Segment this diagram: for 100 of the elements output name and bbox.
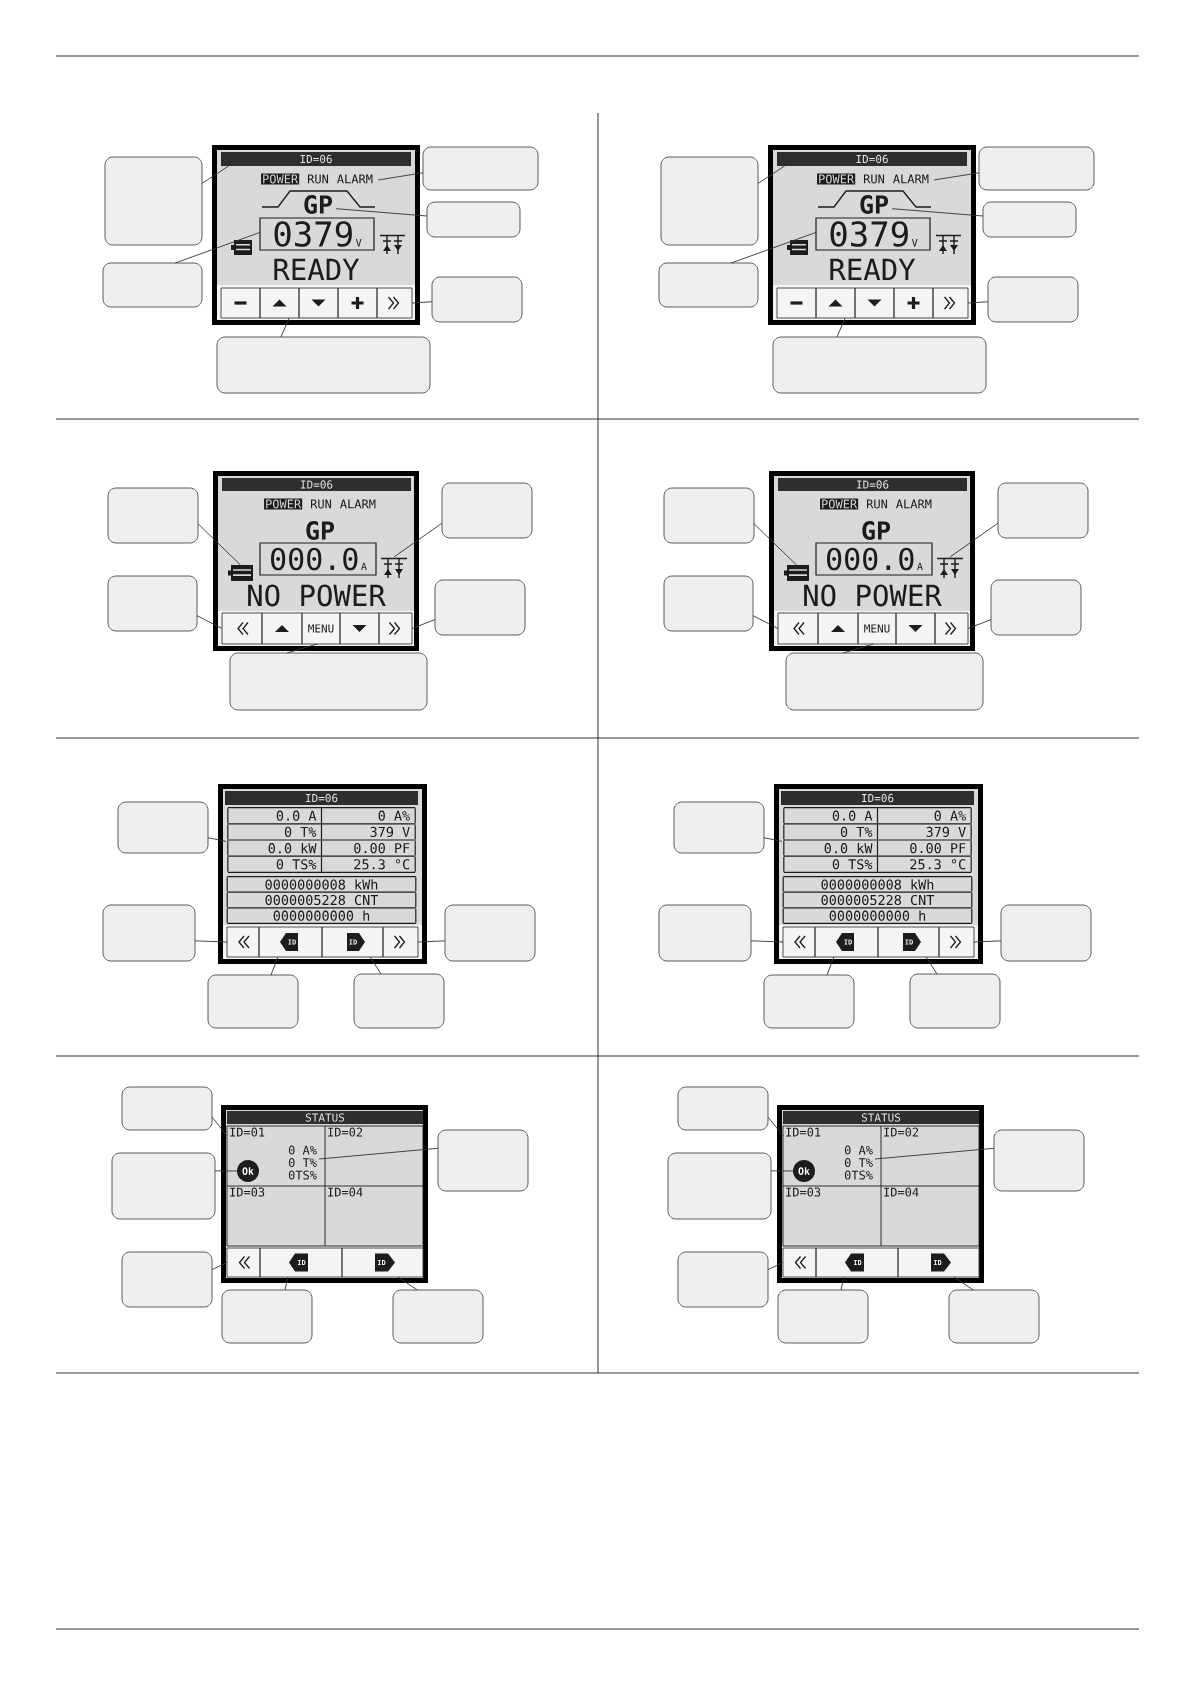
callout-bubble xyxy=(207,974,299,1029)
leader-line xyxy=(925,956,938,975)
callout-bubble xyxy=(673,801,765,854)
leader-line xyxy=(335,208,428,217)
button xyxy=(259,287,300,319)
callout-bubble xyxy=(431,276,523,323)
counter-table: 0000000008 kWh 0000005228 CNT 0000000000 h xyxy=(782,876,973,924)
title-bar: ID=06 xyxy=(221,152,411,166)
callout-bubble xyxy=(102,262,203,308)
button xyxy=(782,1247,817,1278)
status-text: POWER RUN ALARM xyxy=(261,173,373,185)
callout-bubble xyxy=(993,1129,1085,1192)
button xyxy=(782,926,816,958)
button: MENU xyxy=(857,612,897,645)
value-text: 0 A% 0 T% 0TS% xyxy=(288,1145,317,1180)
switch-icon xyxy=(936,557,964,579)
button xyxy=(226,1247,261,1278)
leader-line xyxy=(194,940,228,943)
button xyxy=(893,287,934,319)
leader-line xyxy=(397,1276,418,1291)
button xyxy=(220,287,261,319)
callout-bubble xyxy=(111,1152,216,1220)
button xyxy=(378,612,413,645)
callout-bubble xyxy=(107,575,198,632)
callout-bubble xyxy=(982,201,1077,238)
button: MENU xyxy=(301,612,341,645)
button xyxy=(298,287,339,319)
status-text: POWER RUN ALARM xyxy=(820,498,932,510)
callout-bubble xyxy=(677,1251,769,1308)
callout-bubble xyxy=(772,336,987,394)
leader-line xyxy=(752,615,779,629)
leader-line xyxy=(750,940,784,943)
callout-bubble xyxy=(1000,904,1092,962)
title-bar: ID=06 xyxy=(225,791,418,805)
leader-line xyxy=(767,1262,784,1271)
data-table: 0.0 A 0 A% 0 T% 379 V 0.0 kW 0.00 PF 0 TS% 25.3 °C xyxy=(227,807,416,873)
callout-bubble xyxy=(102,904,196,962)
button xyxy=(854,287,895,319)
callout-bubble xyxy=(777,1289,869,1344)
callout-bubble xyxy=(353,973,445,1029)
button xyxy=(938,926,975,958)
callout-bubble xyxy=(987,276,1079,323)
button xyxy=(226,926,260,958)
leader-line xyxy=(201,165,230,184)
title-bar: ID=06 xyxy=(778,478,967,491)
status-text: POWER RUN ALARM xyxy=(264,498,376,510)
leader-line xyxy=(214,1170,238,1172)
callout-bubble xyxy=(392,1289,484,1344)
callout-bubble xyxy=(229,652,428,711)
leader-line xyxy=(207,837,227,842)
ok-badge: Ok xyxy=(793,1160,815,1182)
leader-line xyxy=(770,1170,794,1172)
value-text: 0 A% 0 T% 0TS% xyxy=(844,1145,873,1180)
callout-bubble xyxy=(426,201,521,238)
callout-bubble xyxy=(104,156,203,246)
title-bar: ID=06 xyxy=(781,791,974,805)
title-bar: STATUS xyxy=(783,1111,979,1124)
button xyxy=(776,287,817,319)
button xyxy=(382,926,419,958)
button xyxy=(817,612,859,645)
callout-bubble xyxy=(658,904,752,962)
data-table: 0.0 A 0 A% 0 T% 379 V 0.0 kW 0.00 PF 0 TS% 25.3 °C xyxy=(783,807,972,873)
leader-line xyxy=(411,301,433,304)
callout-bubble xyxy=(221,1289,313,1344)
leader-line xyxy=(211,1116,228,1137)
switch-icon xyxy=(380,557,408,579)
callout-bubble xyxy=(422,146,539,191)
title-bar: ID=06 xyxy=(777,152,967,166)
button xyxy=(777,612,819,645)
callout-bubble xyxy=(763,974,855,1029)
title-bar: ID=06 xyxy=(222,478,411,491)
callout-bubble xyxy=(434,579,526,636)
leader-line xyxy=(197,523,241,566)
leader-line xyxy=(757,165,786,184)
button xyxy=(895,612,936,645)
leader-line xyxy=(753,523,797,566)
button xyxy=(934,612,969,645)
leader-line xyxy=(826,956,835,976)
counter-table: 0000000008 kWh 0000005228 CNT 0000000000 h xyxy=(226,876,417,924)
callout-bubble xyxy=(437,1129,529,1192)
leader-line xyxy=(836,317,846,338)
button xyxy=(932,287,969,319)
callout-bubble xyxy=(909,973,1001,1029)
callout-bubble xyxy=(990,579,1082,636)
callout-bubble xyxy=(121,1086,213,1131)
leader-line xyxy=(763,837,783,842)
button xyxy=(339,612,380,645)
tab-label: GP xyxy=(817,190,932,214)
leader-line xyxy=(411,619,436,629)
callout-bubble xyxy=(997,482,1089,539)
tab-label: GP xyxy=(261,190,376,214)
mode-text: GP xyxy=(306,521,334,540)
leader-line xyxy=(874,1147,995,1160)
callout-bubble xyxy=(117,801,209,854)
leader-line xyxy=(270,956,279,976)
leader-line xyxy=(949,522,999,558)
callout-bubble xyxy=(658,262,759,308)
status-text: POWER RUN ALARM xyxy=(817,173,929,185)
leader-line xyxy=(211,1262,228,1271)
leader-line xyxy=(393,522,443,558)
